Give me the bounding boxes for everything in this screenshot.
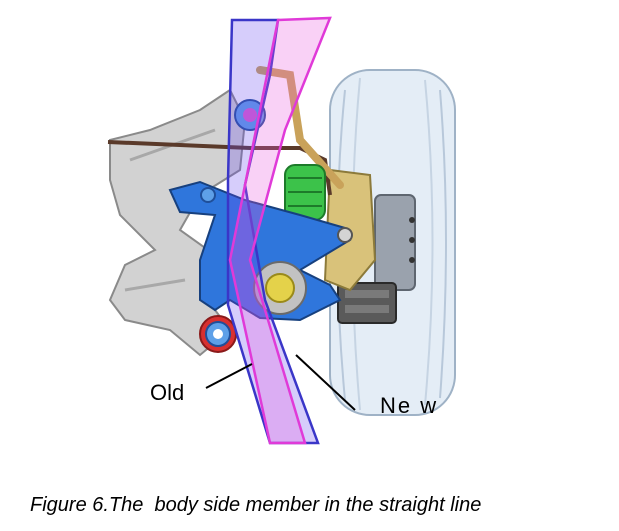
suspension-diagram <box>107 16 456 445</box>
old-leader-line <box>205 363 253 389</box>
arm-joint <box>200 187 216 203</box>
hub-bolt <box>409 257 415 263</box>
new-body-side-member <box>228 16 332 445</box>
knuckle-joint <box>337 227 353 243</box>
old-body-side-member <box>226 18 320 445</box>
new-label: Ne w <box>380 393 439 418</box>
brake-disc <box>374 194 416 291</box>
old-label: Old <box>150 380 185 405</box>
hub-bolt <box>409 237 415 243</box>
figure-caption: Figure 6.The body side member in the str… <box>30 494 482 516</box>
coil-spring <box>284 164 326 221</box>
new-leader-line <box>295 354 356 411</box>
hub-bolt <box>409 217 415 223</box>
